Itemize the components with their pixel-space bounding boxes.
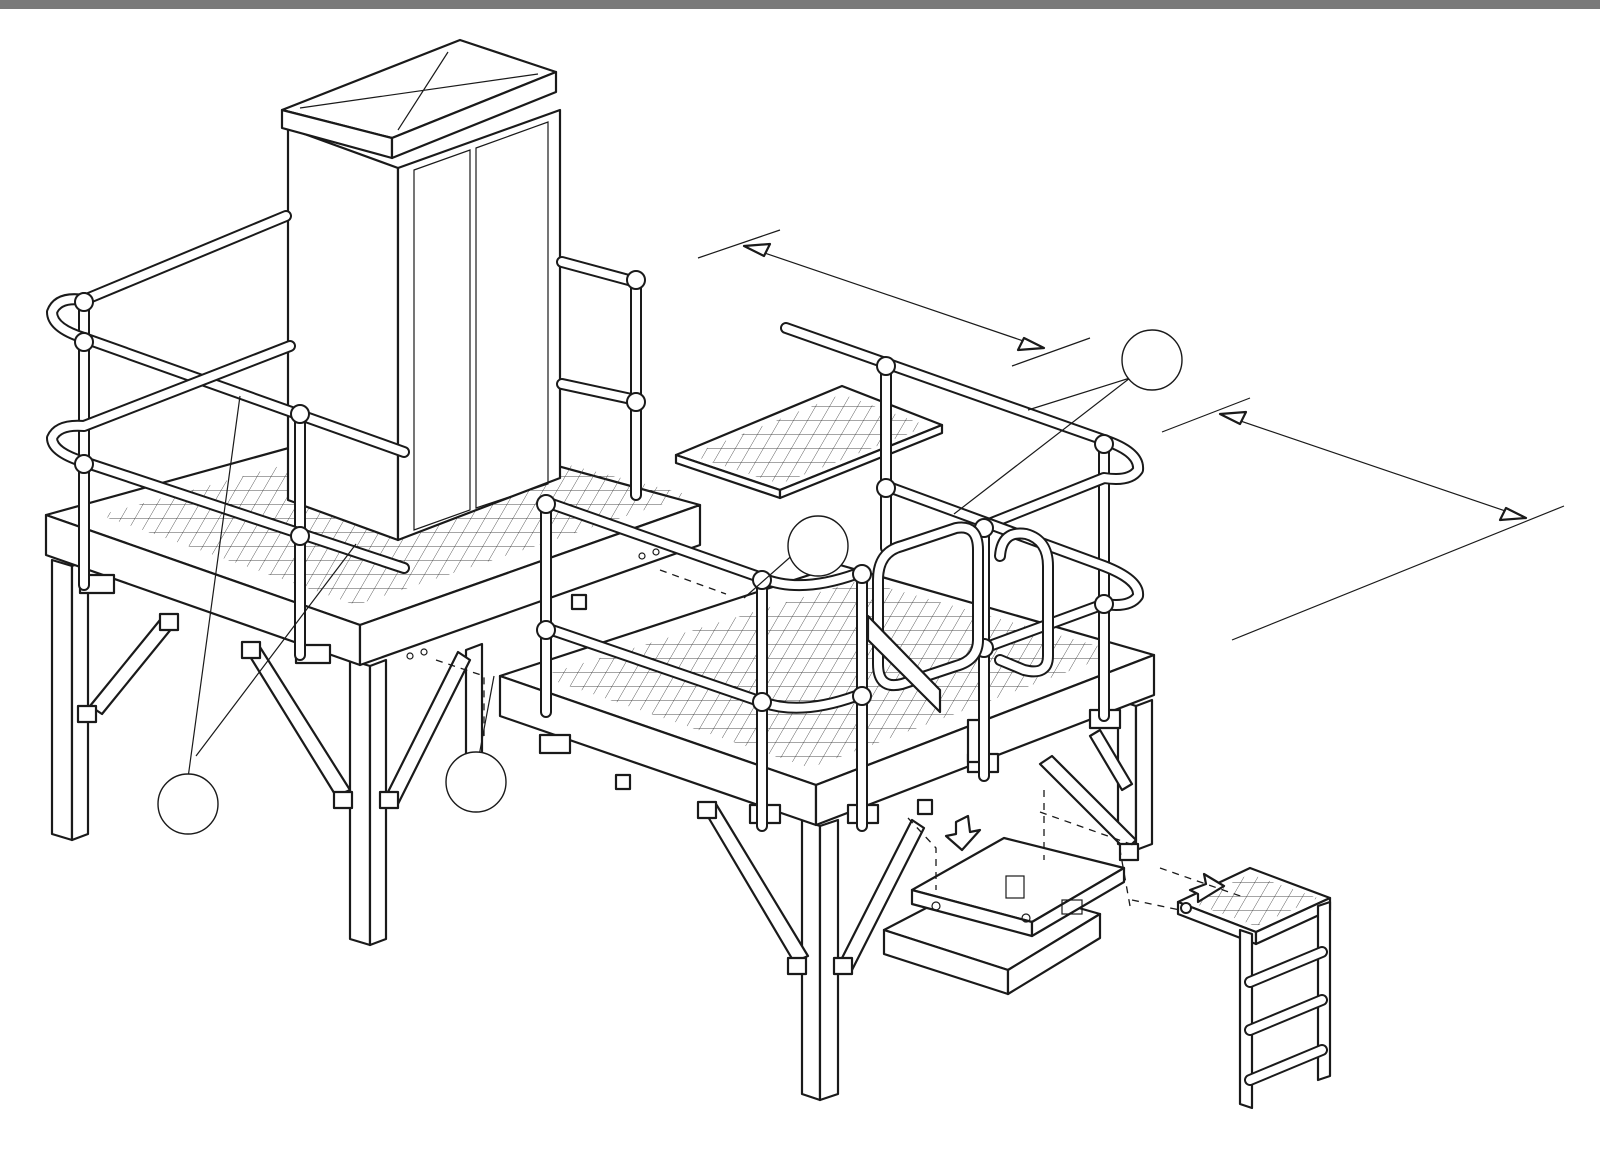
loose-grating-panel	[674, 384, 944, 500]
callout-3	[787, 515, 849, 577]
dimension-lower	[1161, 397, 1565, 641]
electrical-cabinet	[280, 38, 562, 542]
right-platform-braces	[696, 728, 1140, 976]
callout-4	[1121, 329, 1183, 391]
assembly-guide-lines	[435, 569, 1247, 911]
step-unit	[882, 814, 1126, 996]
left-deck-side-face	[358, 503, 702, 667]
cabinet-roof-cross	[299, 51, 539, 131]
step-arrow-up-icon	[944, 814, 982, 852]
dimension-upper	[697, 229, 1091, 367]
right-handrails	[536, 322, 1145, 832]
callout-2	[445, 751, 507, 813]
callout-1	[157, 773, 219, 835]
access-ladder	[1176, 866, 1332, 1110]
ladder-arrow-icon	[1188, 872, 1226, 904]
self-closing-gate	[866, 521, 1054, 714]
right-platform-legs	[800, 698, 1154, 1102]
top-scan-border	[0, 0, 1600, 9]
cabinet-front	[396, 108, 562, 542]
left-handrails	[46, 210, 646, 661]
left-platform-braces	[76, 612, 472, 810]
cabinet-doors	[413, 121, 549, 531]
